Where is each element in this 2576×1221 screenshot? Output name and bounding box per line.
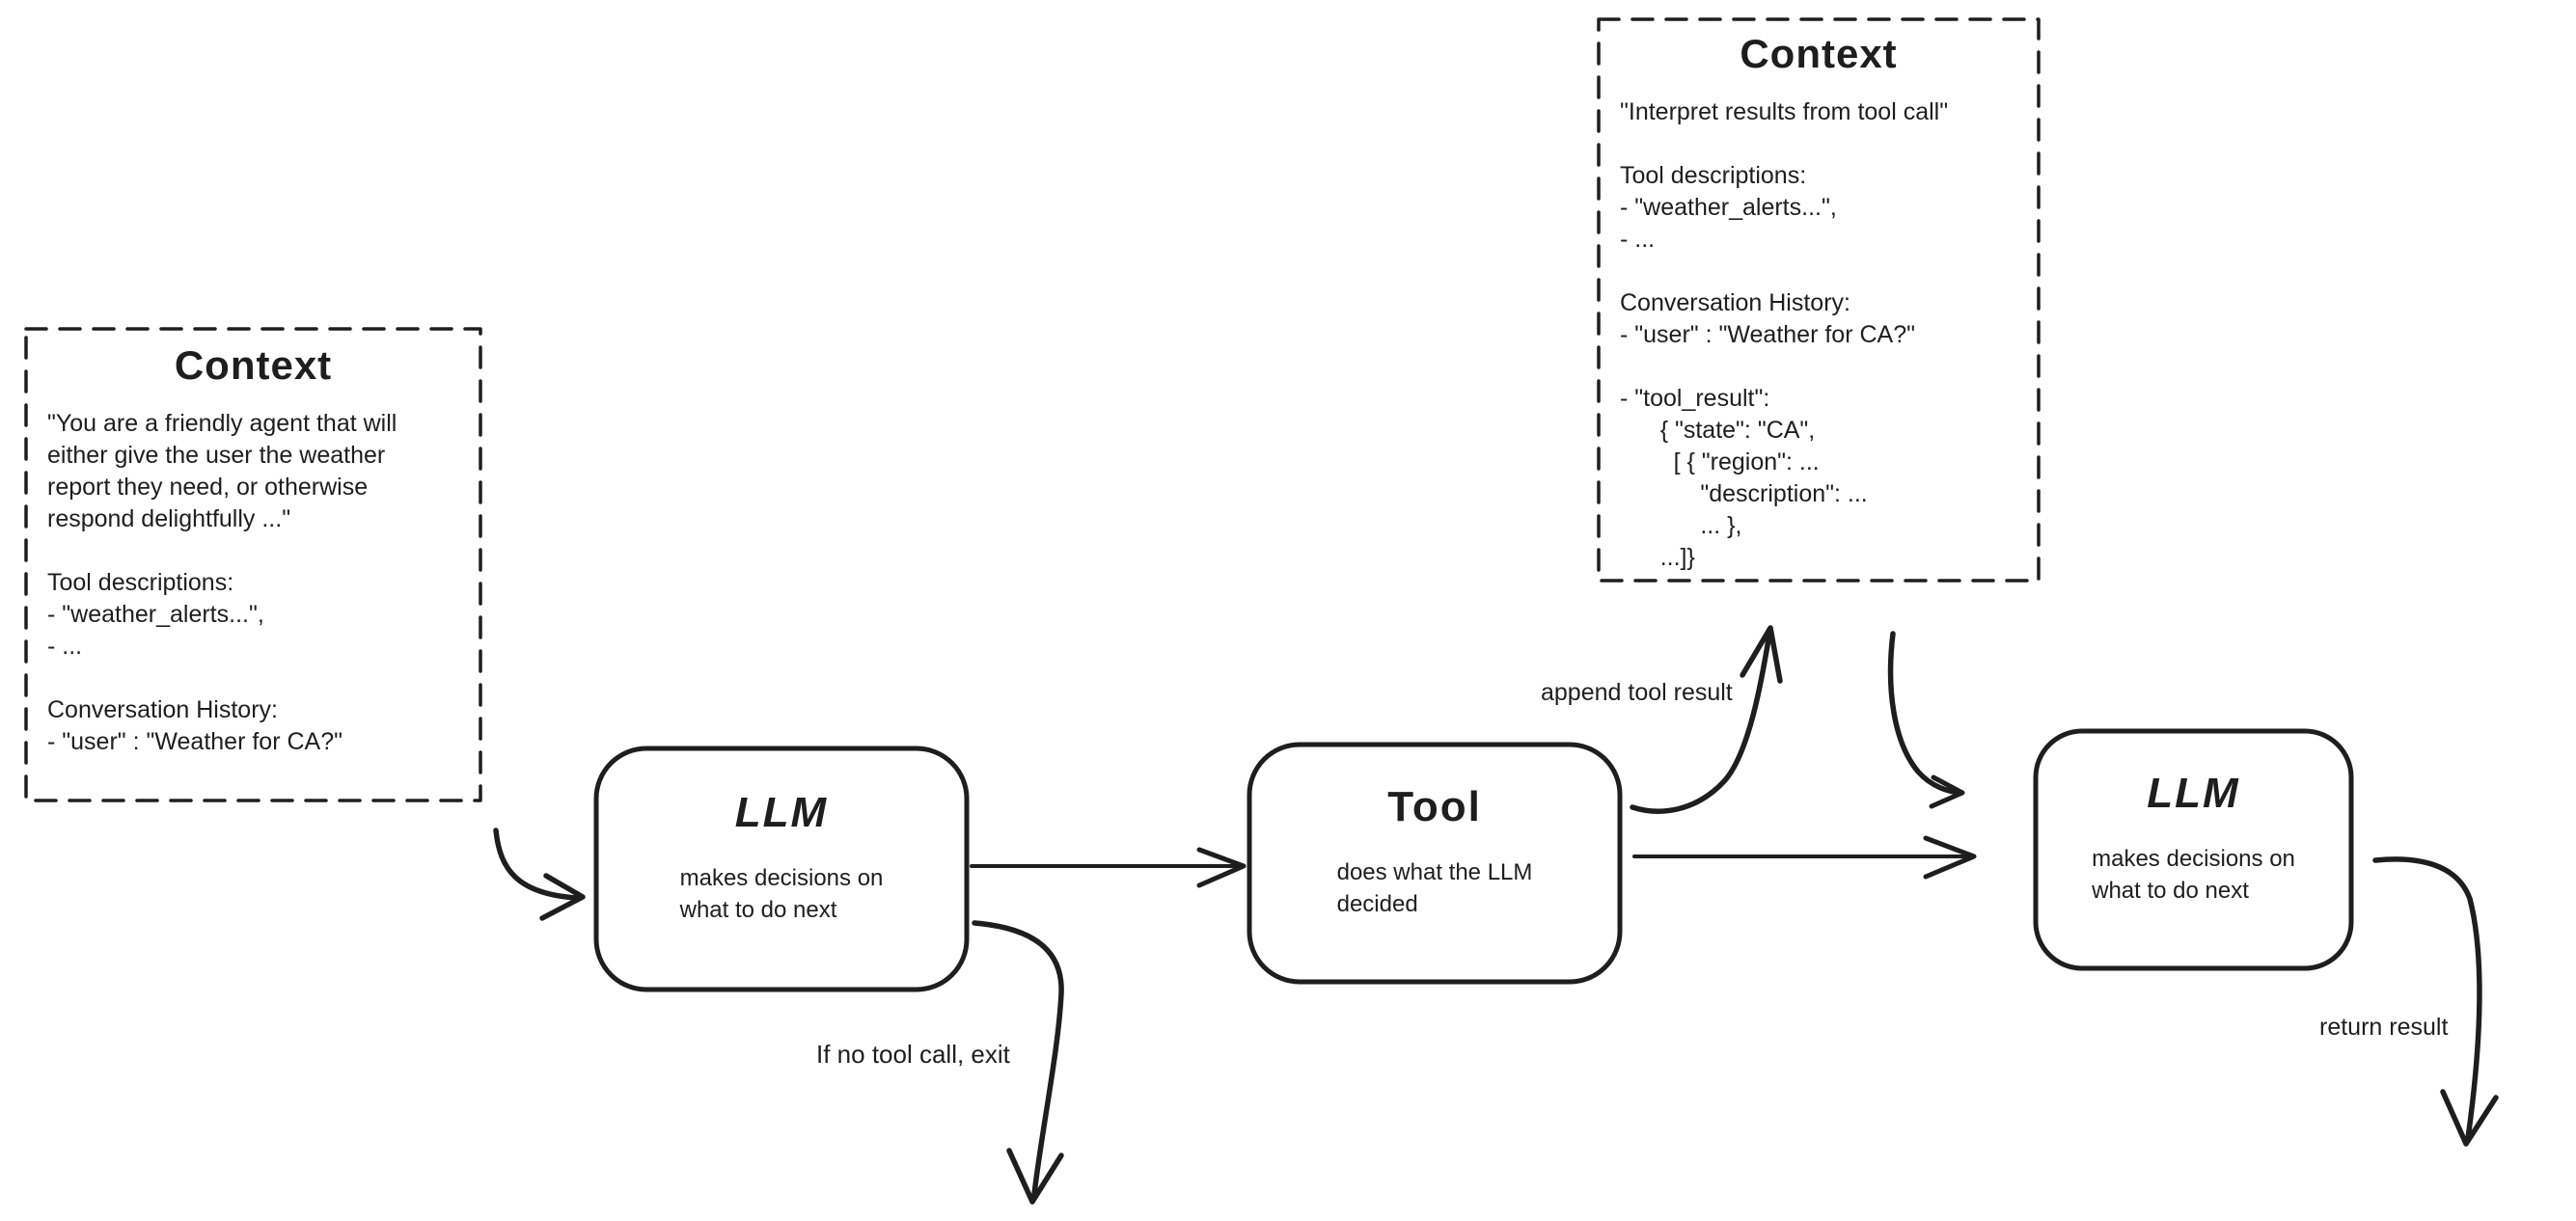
- tool-box-outline: [1247, 742, 1623, 985]
- context-box-2-outline: [1597, 17, 2041, 583]
- arrow-context2-to-llm2: [1887, 631, 1963, 796]
- arrow-context1-to-llm1: [493, 828, 580, 901]
- arrow-llm1-exit: [972, 920, 1064, 1197]
- arrowhead-context1-to-llm1: [539, 873, 586, 921]
- context-box-1: Context "You are a friendly agent that w…: [26, 329, 480, 800]
- llm-box-1-outline: [593, 746, 970, 992]
- arrowhead-llm2-return: [2440, 1089, 2499, 1147]
- llm-box-2: LLM makes decisions on what to do next: [2036, 731, 2351, 968]
- context-box-2: Context "Interpret results from tool cal…: [1599, 19, 2039, 581]
- arrow-tool-to-context2: [1630, 631, 1772, 814]
- arrowhead-llm1-exit: [1006, 1148, 1064, 1205]
- tool-box: Tool does what the LLM decided: [1249, 745, 1620, 982]
- context-box-1-body: "You are a friendly agent that will eith…: [47, 410, 397, 755]
- arrowhead-llm1-to-tool: [1196, 847, 1247, 888]
- llm-box-1-subtitle: makes decisions on what to do next: [679, 865, 884, 923]
- llm-box-1: LLM makes decisions on what to do next: [596, 748, 967, 990]
- arrow-llm2-return: [2372, 856, 2482, 1141]
- context-box-1-title: Context: [174, 342, 333, 388]
- arrowhead-context2-to-llm2: [1929, 774, 1965, 809]
- tool-box-subtitle: does what the LLM decided: [1336, 859, 1533, 917]
- llm-box-2-outline: [2033, 728, 2354, 971]
- context-box-2-body: "Interpret results from tool call" Tool …: [1620, 98, 1949, 571]
- label-append-tool-result: append tool result: [1541, 679, 1733, 706]
- arrowhead-tool-to-llm2: [1923, 835, 1977, 880]
- arrowhead-tool-to-context2: [1740, 625, 1783, 684]
- label-if-no-tool-call-exit: If no tool call, exit: [816, 1040, 1010, 1069]
- context-box-1-outline: [24, 327, 482, 802]
- label-return-result: return result: [2319, 1014, 2449, 1041]
- llm-box-2-subtitle: makes decisions on what to do next: [2092, 846, 2295, 904]
- tool-box-title: Tool: [1387, 783, 1482, 830]
- llm-box-1-title: LLM: [734, 789, 829, 836]
- context-box-2-title: Context: [1740, 31, 1898, 76]
- llm-box-2-title: LLM: [2147, 770, 2240, 817]
